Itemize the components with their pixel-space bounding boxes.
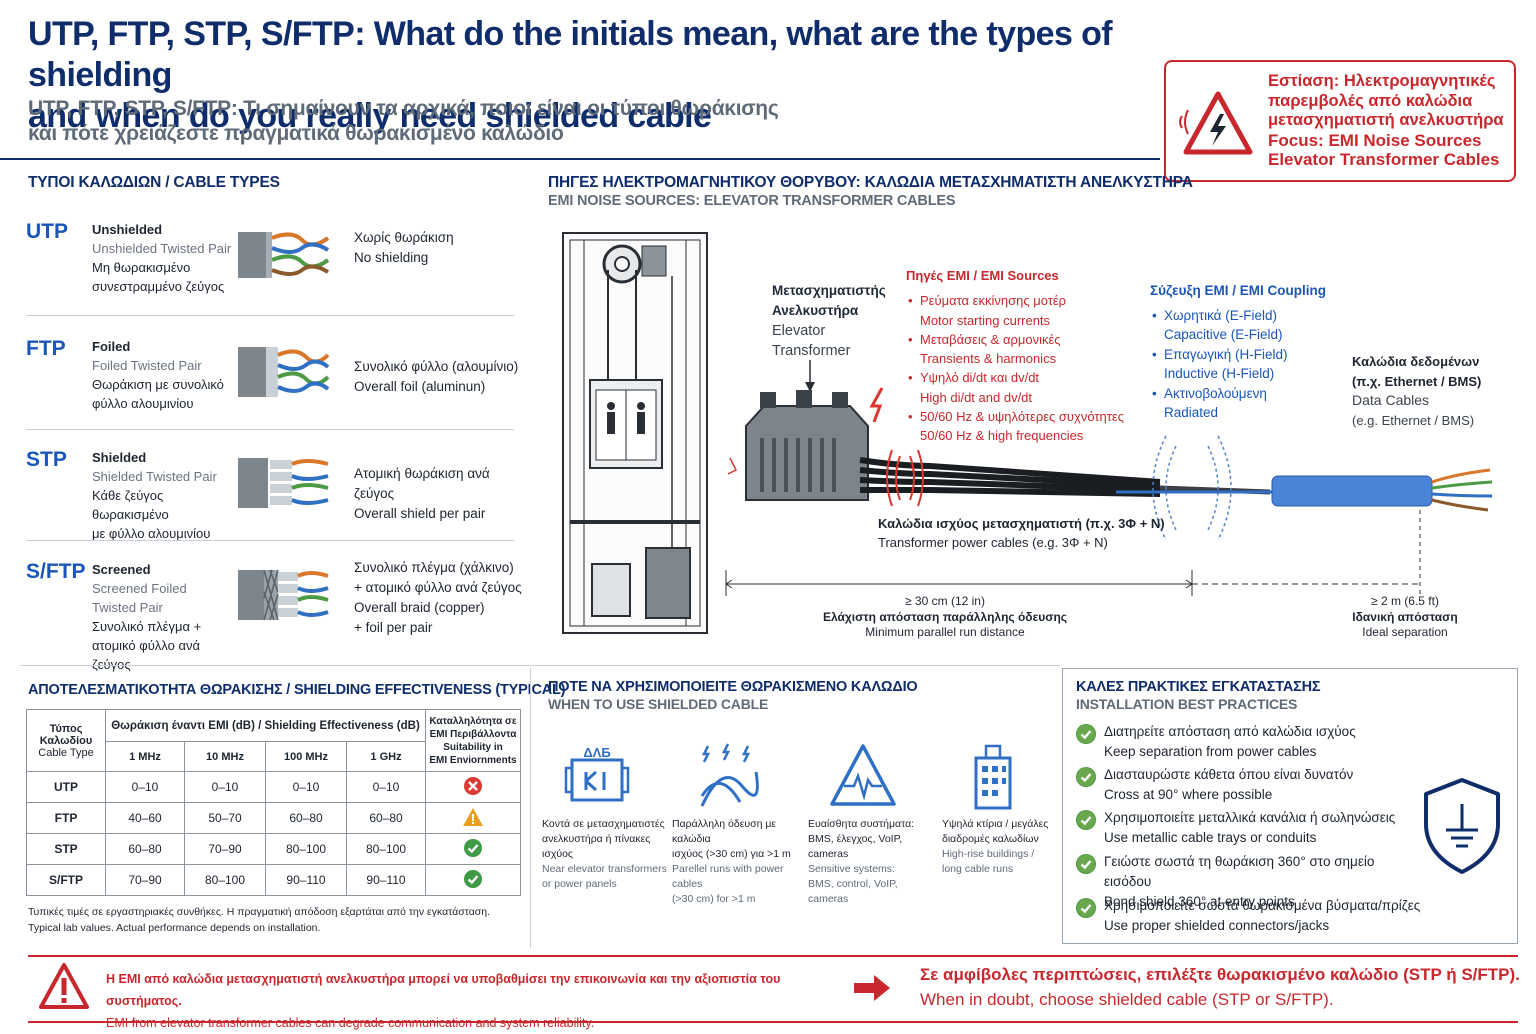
when-shielded-title: ΠΟΤΕ ΝΑ ΧΡΗΣΙΜΟΠΟΙΕΙΤΕ ΘΩΡΑΚΙΣΜΕΝΟ ΚΑΛΩΔ…: [548, 679, 918, 695]
table-row: STP 60–80 70–90 80–100 80–100: [26, 833, 521, 865]
emi-wave-source: [886, 449, 924, 507]
use-case-sensitive-systems: Ευαίσθητα συστήματα: BMS, έλεγχος, VoIP,…: [808, 742, 934, 907]
cable-type-utp: UTP Unshielded Unshielded Twisted Pair Μ…: [26, 220, 514, 338]
cable-type-sftp: S/FTP Screened Screened Foiled Twisted P…: [26, 560, 522, 678]
col-freq: 100 MHz: [265, 741, 347, 772]
footer-rule-bottom: [28, 1021, 1518, 1023]
use-case-high-rise: Υψηλά κτίρια / μεγάλες διαδρομές καλωδίω…: [942, 742, 1068, 877]
section-divider: [20, 665, 1060, 666]
table-row: FTP 40–60 50–70 60–80 60–80: [26, 802, 521, 834]
row-divider: [26, 429, 514, 430]
header-divider: [0, 158, 1160, 160]
min-distance-label: ≥ 30 cm (12 in) Ελάχιστη απόσταση παράλλ…: [822, 594, 1068, 639]
use-case-parallel-runs: Παράλληλη όδευση με καλώδια ισχύος (>30 …: [672, 742, 798, 907]
row-divider: [26, 315, 514, 316]
best-practices-panel: [1062, 668, 1518, 944]
check-circle-icon: [1076, 854, 1096, 874]
shield-ground-icon: [1424, 778, 1500, 874]
warning-triangle-icon: [463, 807, 483, 826]
dimension-lines: [725, 510, 1421, 596]
cable-names: Foiled Foiled Twisted Pair Θωράκιση με σ…: [92, 339, 224, 411]
check-circle-icon: [1076, 767, 1096, 787]
cable-type-stp: STP Shielded Shielded Twisted Pair Κάθε …: [26, 448, 514, 566]
data-cables-label: Καλώδια δεδομένων (π.χ. Ethernet / BMS) …: [1352, 354, 1482, 428]
utp-cable-icon: [238, 232, 330, 278]
elevator-shaft-illustration: [562, 232, 708, 634]
page-title: UTP, FTP, STP, S/FTP: What do the initia…: [28, 15, 1113, 135]
cable-code: UTP: [26, 220, 68, 243]
row-divider: [26, 540, 514, 541]
transformer-illustration: [727, 360, 884, 501]
ideal-distance-label: ≥ 2 m (6.5 ft) Ιδανική απόσταση Ideal se…: [1352, 594, 1458, 639]
section-divider: [530, 668, 531, 948]
ftp-cable-icon: [238, 347, 330, 397]
best-practices-title: ΚΑΛΕΣ ΠΡΑΚΤΙΚΕΣ ΕΓΚΑΤΑΣΤΑΣΗΣ: [1076, 679, 1321, 695]
cable-desc: Συνολικό φύλλο (αλουμίνιο) Overall foil …: [354, 359, 519, 394]
check-circle-icon: [1076, 898, 1096, 918]
cable-desc: Ατομική θωράκιση ανά ζεύγος Overall shie…: [354, 466, 490, 521]
cable-code: S/FTP: [26, 560, 86, 583]
cable-desc: Συνολικό πλέγμα (χάλκινο) + ατομικό φύλλ…: [354, 560, 522, 635]
table-row: S/FTP 70–90 80–100 90–110 90–110: [26, 864, 521, 896]
cable-names: Unshielded Unshielded Twisted Pair Μη θω…: [92, 222, 232, 294]
building-icon: [974, 744, 1012, 810]
parallel-cables-icon: [700, 743, 759, 807]
when-shielded-subtitle: WHEN TO USE SHIELDED CABLE: [548, 696, 769, 712]
emi-subtitle: EMI NOISE SOURCES: ELEVATOR TRANSFORMER …: [548, 193, 956, 209]
effectiveness-title: ΑΠΟΤΕΛΕΣΜΑΤΙΚΟΤΗΤΑ ΘΩΡΑΚΙΣΗΣ / SHIELDING…: [28, 682, 566, 698]
footer-advice: Σε αμφίβολες περιπτώσεις, επιλέξτε θωρακ…: [920, 965, 1520, 1009]
x-circle-icon: [464, 776, 482, 795]
cable-names: Screened Screened Foiled Twisted Pair Συ…: [92, 562, 202, 672]
footer-warning: Η EMI από καλώδια μετασχηματιστή ανελκυσ…: [106, 972, 781, 1030]
signal-warning-icon: [830, 744, 896, 806]
emi-diagram: [562, 232, 1493, 634]
emi-sources-list: Πηγές EMI / EMI Sources •Ρεύματα εκκίνησ…: [906, 268, 1124, 444]
col-suitability: Καταλληλότητα σε EMI Περιβάλλοντα Suitab…: [425, 709, 521, 772]
icon-label: ΔΛБ: [583, 745, 610, 760]
sftp-cable-icon: [238, 569, 329, 621]
cable-desc: Χωρίς θωράκιση No shielding: [354, 230, 454, 265]
table-row: UTP 0–10 0–10 0–10 0–10: [26, 771, 521, 803]
warning-triangle-icon: [39, 963, 89, 1009]
page-subtitle: UTP, FTP, STP, S/FTP: Τι σημαίνουν τα αρ…: [28, 97, 779, 145]
col-freq: 10 MHz: [184, 741, 266, 772]
check-circle-icon: [464, 869, 482, 888]
best-practices-subtitle: INSTALLATION BEST PRACTICES: [1076, 696, 1298, 712]
cable-types-title: ΤΥΠΟΙ ΚΑΛΩΔΙΩΝ / CABLE TYPES: [28, 174, 280, 191]
transformer-label: Μετασχηματιστής Ανελκυστήρα Elevator Tra…: [772, 283, 886, 359]
table-note: Τυπικές τιμές σε εργαστηριακές συνθήκες.…: [28, 906, 491, 934]
col-freq: 1 GHz: [346, 741, 426, 772]
warning-lightning-icon: [1179, 91, 1253, 155]
use-case-transformers: ΔΛБ Κοντά σε μετασχηματιστές ανελκυστήρα…: [542, 742, 668, 892]
footer-rule-top: [28, 955, 1518, 957]
data-cable: [1116, 468, 1493, 512]
emi-coupling-list: Σύζευξη EMI / EMI Coupling •Χωρητικά (E-…: [1150, 283, 1326, 420]
col-shielding-group: Θωράκιση έναντι EMI (dB) / Shielding Eff…: [105, 709, 426, 742]
emi-wave-coupling: [1152, 435, 1232, 541]
focus-text: Εστίαση: Ηλεκτρομαγνητικές παρεμβολές απ…: [1268, 72, 1504, 169]
stp-cable-icon: [238, 458, 329, 508]
cable-type-ftp: FTP Foiled Foiled Twisted Pair Θωράκιση …: [26, 337, 518, 455]
power-cables: [859, 457, 1271, 497]
check-circle-icon: [1076, 724, 1096, 744]
focus-callout: [1164, 60, 1516, 182]
cable-code: FTP: [26, 337, 66, 360]
transformer-icon: ΔΛБ: [564, 745, 630, 802]
emi-title: ΠΗΓΕΣ ΗΛΕΚΤΡΟΜΑΓΝΗΤΙΚΟΥ ΘΟΡΥΒΟΥ: ΚΑΛΩΔΙΑ…: [548, 174, 1193, 191]
col-freq: 1 MHz: [105, 741, 185, 772]
cable-names: Shielded Shielded Twisted Pair Κάθε ζεύγ…: [92, 450, 217, 541]
check-circle-icon: [464, 838, 482, 857]
arrow-right-icon: [854, 975, 890, 1001]
check-circle-icon: [1076, 810, 1096, 830]
power-cables-label: Καλώδια ισχύος μετασχηματιστή (π.χ. 3Φ +…: [878, 516, 1165, 550]
cable-code: STP: [26, 448, 67, 471]
